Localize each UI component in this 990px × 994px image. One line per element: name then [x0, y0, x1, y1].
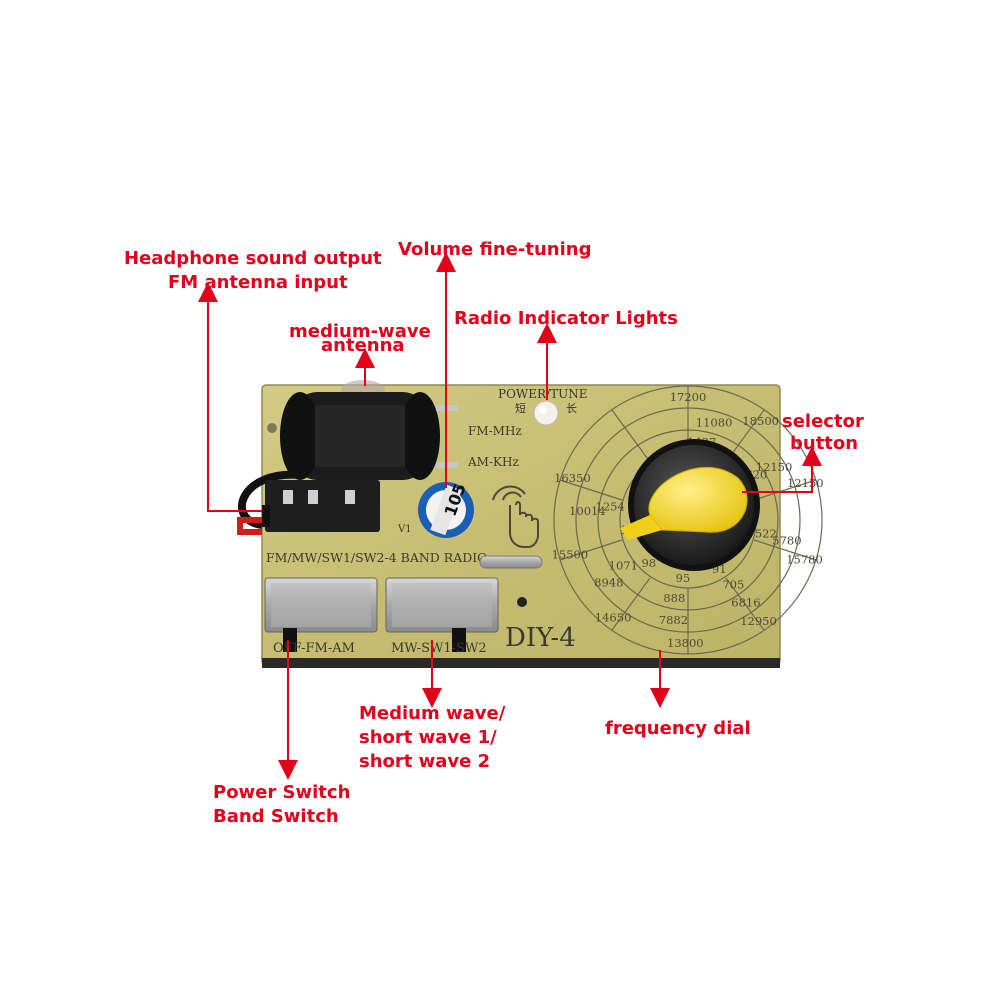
- ferrite-coil: [280, 380, 440, 480]
- label-selector-2: button: [790, 433, 859, 454]
- label-indicator: Radio Indicator Lights: [454, 308, 678, 329]
- dial-number-ring1-7: 15500: [552, 547, 589, 561]
- arrow-headphone: [198, 282, 262, 512]
- dial-number-ring1-4: 12950: [740, 614, 777, 628]
- label-band-switch-3: short wave 2: [359, 751, 491, 772]
- led-label-long: 长: [566, 402, 577, 415]
- dial-number-ring1-5: 13800: [667, 636, 704, 650]
- indicator-led: [533, 400, 559, 426]
- switch1-label: OFF-FM-AM: [273, 641, 355, 656]
- dial-number-ring4-3: 98: [641, 556, 656, 570]
- led-label-short: 短: [515, 401, 526, 415]
- label-headphone-2: FM antenna input: [168, 272, 348, 293]
- dial-number-ring3-3: 705: [722, 578, 744, 592]
- crystal-component: [479, 555, 543, 569]
- dial-number-ring1-2: 12150: [787, 476, 824, 490]
- hand-touch-icon: [492, 485, 539, 548]
- label-freq-dial: frequency dial: [605, 718, 751, 739]
- dial-number-ring3-4: 888: [663, 591, 685, 605]
- arrow-selector: [742, 446, 822, 493]
- pcb-bottom-edge: [262, 658, 780, 668]
- headphone-jack: [262, 480, 380, 532]
- dial-number-ring4-2: 95: [676, 571, 691, 585]
- label-mw-antenna-1: medium-wave: [289, 321, 431, 342]
- label-band-switch-1: Medium wave/: [359, 703, 506, 724]
- power-tune-label: POWER/TUNE: [498, 387, 587, 401]
- dial-number-ring3-6: 1254: [596, 499, 625, 513]
- band-radio-label: FM/MW/SW1/SW2-4 BAND RADIO: [266, 550, 487, 565]
- label-mw-antenna-2: antenna: [321, 335, 405, 356]
- label-selector-1: selector: [782, 411, 864, 432]
- mount-hole-2: [267, 423, 277, 433]
- dial-number-ring1-8: 16350: [554, 471, 591, 485]
- dial-number-ring2-2: 5780: [772, 533, 801, 547]
- dial-number-ring1-0: 17200: [670, 390, 707, 404]
- callout-arrows: [198, 252, 822, 780]
- power-band-switch: [264, 577, 378, 652]
- label-band-switch-2: short wave 1/: [359, 727, 497, 748]
- fm-mhz-label: FM-MHz: [468, 424, 522, 438]
- dial-number-ring1-1: 18500: [742, 414, 779, 428]
- v1-label: V1: [397, 524, 412, 535]
- label-volume: Volume fine-tuning: [398, 239, 592, 260]
- dial-number-ring3-2: 522: [755, 527, 777, 541]
- model-label: DIY-4: [505, 623, 576, 653]
- dial-number-ring2-4: 7882: [659, 613, 688, 627]
- dial-number-ring2-0: 11080: [696, 415, 733, 429]
- dial-number-ring3-5: 1071: [609, 558, 638, 572]
- dial-number-ring1-3: 15780: [786, 553, 823, 567]
- red-wire: [237, 517, 262, 535]
- label-power-1: Power Switch: [213, 782, 351, 803]
- mount-hole-1: [517, 597, 527, 607]
- am-khz-label: AM-KHz: [467, 455, 519, 469]
- mw-sw-switch: [385, 577, 499, 652]
- label-power-2: Band Switch: [213, 806, 339, 827]
- dial-number-ring2-3: 6816: [731, 596, 760, 610]
- dial-number-ring2-5: 8948: [594, 576, 623, 590]
- dial-number-ring2-6: 10014: [569, 504, 606, 518]
- dial-number-ring2-1: 12150: [756, 460, 793, 474]
- selector-knob: [620, 439, 760, 571]
- dial-number-ring1-6: 14650: [595, 611, 632, 625]
- label-headphone-1: Headphone sound output: [124, 248, 382, 269]
- switch2-label: MW-SW1-SW2: [391, 641, 487, 656]
